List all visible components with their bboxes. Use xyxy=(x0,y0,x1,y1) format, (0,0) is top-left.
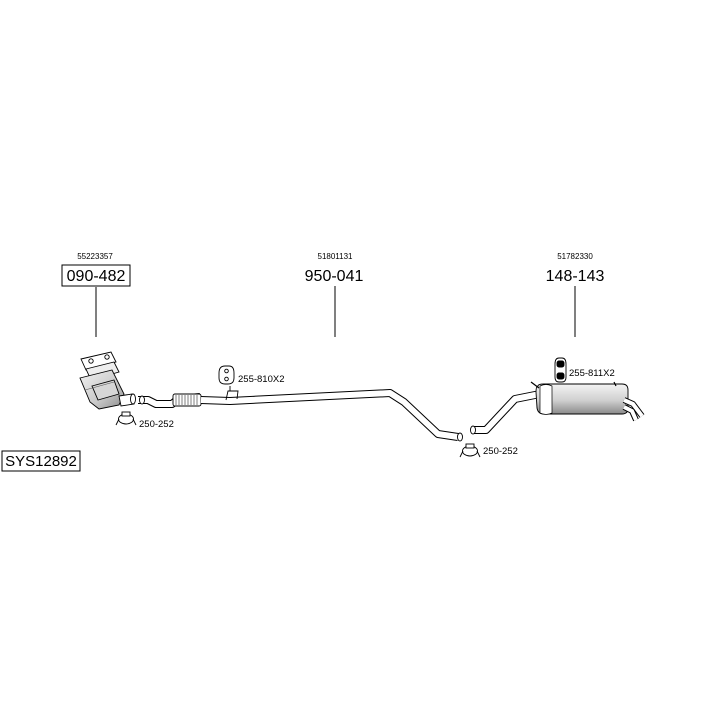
part-number-1[interactable]: 090-482 xyxy=(67,268,126,285)
system-id-group: SYS12892 xyxy=(1,450,81,472)
part-number-3[interactable]: 148-143 xyxy=(546,268,605,285)
part-950-041-group[interactable]: 51801131 950-041 xyxy=(138,252,518,458)
oem-number-2: 51801131 xyxy=(318,252,354,261)
part-number-2[interactable]: 950-041 xyxy=(305,268,364,285)
part-090-482-group[interactable]: 55223357 090-482 250-252 xyxy=(61,252,174,430)
oem-number-3: 51782330 xyxy=(557,252,593,261)
part-number-box-1 xyxy=(61,264,131,287)
middle-pipe-icon xyxy=(138,386,463,442)
system-id-box xyxy=(1,450,81,472)
rear-silencer-icon xyxy=(470,381,645,435)
part-148-143-group[interactable]: 51782330 148-143 255-811X2 xyxy=(470,252,645,435)
oem-number-1: 55223357 xyxy=(77,252,113,261)
rubber-hanger-icon-2 xyxy=(554,357,567,383)
catalytic-converter-icon xyxy=(79,351,136,410)
system-id: SYS12892 xyxy=(5,453,77,470)
accessory-label-255-811x2[interactable]: 255-811X2 xyxy=(569,368,615,379)
clamp-icon-1 xyxy=(115,411,137,426)
clamp-icon-2 xyxy=(459,443,481,458)
accessory-label-250-252-left[interactable]: 250-252 xyxy=(139,419,174,430)
rubber-hanger-icon-1 xyxy=(218,365,235,385)
accessory-label-250-252-middle[interactable]: 250-252 xyxy=(483,446,518,457)
accessory-label-255-810x2[interactable]: 255-810X2 xyxy=(238,374,284,385)
